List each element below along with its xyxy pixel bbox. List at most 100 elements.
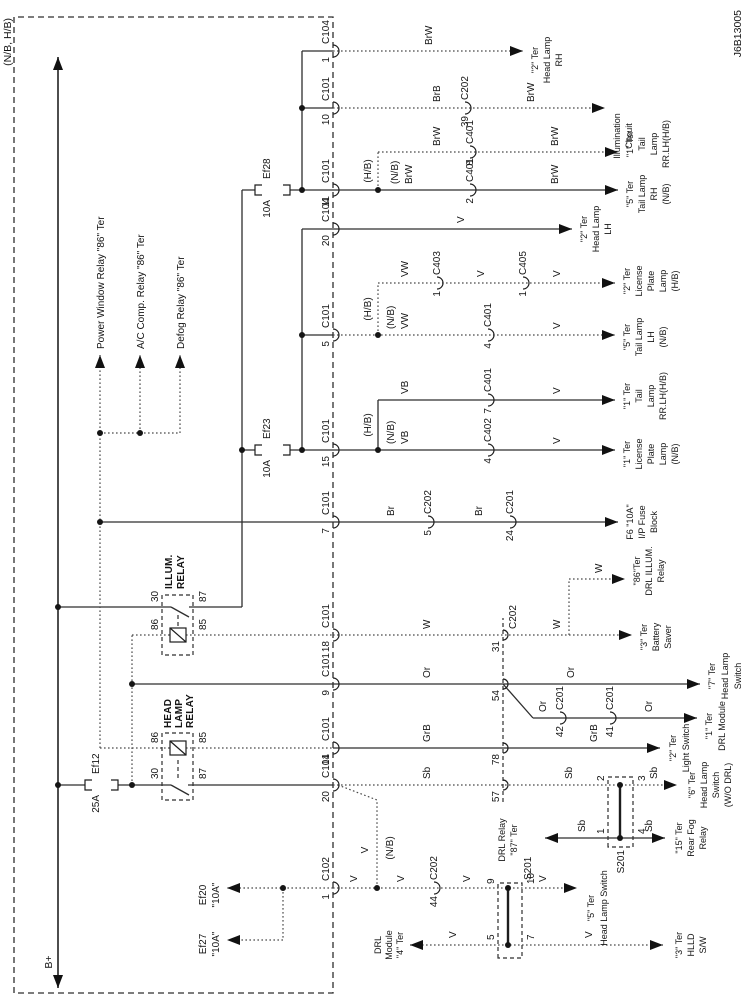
diagram-text-label: BrW	[550, 164, 561, 184]
diagram-text-label: 11	[321, 196, 332, 207]
diagram-text-label: C101	[321, 754, 332, 778]
diagram-text-label: 1	[596, 828, 607, 834]
junction-dot	[617, 782, 623, 788]
inline-connector-symbol	[433, 881, 441, 895]
junction-dot	[375, 187, 381, 193]
diagram-text-label: (N/B)	[386, 306, 397, 329]
junction-dot	[299, 105, 305, 111]
inline-connector-symbol	[559, 711, 567, 725]
diagram-text-label: BrW	[432, 126, 443, 146]
diagram-text-label: "2" Ter	[622, 268, 632, 294]
diagram-text-label: BrW	[424, 25, 435, 45]
diagram-text-label: "5" Ter	[625, 181, 635, 207]
diagram-text-label: 15	[321, 456, 332, 468]
diagram-text-label: Ef12	[91, 753, 102, 774]
or-head-lamp-switch-drl-net	[132, 683, 700, 719]
diagram-text-label: 4	[483, 458, 494, 464]
diagram-text-label: 8	[465, 160, 476, 166]
diagram-text-label: 10A	[262, 200, 273, 218]
diagram-text-label: LH	[646, 331, 656, 343]
diagram-text-label: (H/B)	[363, 297, 374, 320]
diagram-text-label: Power Window Relay "86" Ter	[96, 216, 107, 349]
diagram-text-label: (N/B, H/B)	[2, 18, 14, 66]
inline-connector-symbol	[436, 276, 444, 290]
diagram-text-label: 1	[321, 894, 332, 900]
diagram-text-label: A/C Comp. Relay "86" Ter	[136, 234, 147, 349]
diagram-text-label: Lamp	[658, 443, 668, 466]
arrowhead-icon	[545, 833, 558, 843]
c202-pin-symbol	[502, 779, 509, 791]
harness-connector-symbol	[332, 183, 340, 197]
arrowhead-icon	[652, 833, 665, 843]
diagram-text-label: "10A"	[211, 931, 222, 956]
diagram-text-label: "2" Ter	[579, 216, 589, 242]
diagram-text-label: Rear Fog	[686, 819, 696, 857]
diagram-text-label: W	[552, 619, 563, 629]
diagram-text-label: 4	[483, 343, 494, 349]
arrowhead-icon	[602, 395, 615, 405]
diagram-text-label: Ef27	[198, 933, 209, 954]
diagram-text-label: Battery	[651, 622, 661, 651]
diagram-text-label: "1" Ter	[625, 131, 635, 157]
junction-dot	[129, 681, 135, 687]
diagram-text-label: 30	[150, 767, 161, 779]
diagram-text-label: (N/B)	[658, 327, 668, 348]
diagram-text-label: C101	[321, 604, 332, 628]
diagram-text-label: ILLUM.	[164, 554, 175, 589]
diagram-text-label: I/P Fuse	[637, 505, 647, 538]
diagram-text-label: C202	[508, 605, 519, 629]
inline-connector-symbol	[509, 515, 517, 529]
diagram-text-label: Br	[474, 505, 485, 516]
arrowhead-icon	[612, 574, 625, 584]
diagram-text-label: 5	[321, 341, 332, 347]
arrowhead-icon	[647, 743, 660, 753]
diagram-text-label: V	[552, 387, 563, 394]
diagram-text-label: 86	[150, 618, 161, 630]
junction-dot	[129, 782, 135, 788]
harness-connector-symbol	[332, 778, 340, 792]
diagram-text-label: Illumination	[612, 113, 622, 159]
diagram-text-label: LAMP	[174, 699, 185, 728]
diagram-text-label: 39	[460, 116, 471, 128]
arrowhead-icon	[53, 975, 63, 988]
brw-tail-rrlh-branch	[377, 151, 618, 190]
harness-connector-symbol	[332, 628, 340, 642]
head-lamp-relay-switch-blade	[170, 784, 190, 796]
diagram-text-label: 3	[637, 775, 648, 781]
harness-connector-symbol	[332, 222, 340, 236]
harness-connector-symbol	[332, 44, 340, 58]
diagram-text-label: 9	[486, 878, 497, 884]
diagram-text-label: V	[538, 875, 549, 882]
arrowhead-icon	[175, 355, 185, 368]
diagram-text-label: Ef28	[262, 158, 273, 179]
inline-connector-symbol	[464, 101, 472, 115]
diagram-text-label: C102	[321, 857, 332, 881]
diagram-text-label: C202	[460, 76, 471, 100]
diagram-text-label: RR.LH(H/B)	[661, 120, 671, 168]
diagram-text-label: 9	[321, 690, 332, 696]
diagram-text-label: C101	[321, 304, 332, 328]
diagram-text-label: "7" Ter	[707, 663, 717, 689]
diagram-text-label: W	[594, 563, 605, 573]
diagram-text-label: J6B13005	[732, 10, 744, 57]
diagram-text-label: 87	[198, 590, 209, 602]
arrowhead-icon	[135, 355, 145, 368]
diagram-text-label: DRL Module	[717, 701, 727, 751]
inline-connector-symbol	[469, 183, 477, 197]
v-head-lamp-switch-net	[333, 784, 577, 889]
diagram-text-label: 18	[321, 641, 332, 653]
arrowhead-icon	[592, 103, 605, 113]
diagram-text-label: 24	[505, 530, 516, 542]
diagram-text-label: C202	[429, 856, 440, 880]
junction-dot	[97, 519, 103, 525]
arrowhead-icon	[227, 935, 240, 945]
diagram-text-label: Ef23	[262, 418, 273, 439]
diagram-text-label: 78	[491, 754, 502, 766]
diagram-text-label: Light Switch	[681, 724, 691, 773]
diagram-text-label: 86	[150, 731, 161, 743]
diagram-text-label: C405	[518, 251, 529, 275]
diagram-text-label: Tail	[637, 137, 647, 151]
diagram-text-label: Block	[649, 511, 659, 534]
diagram-text-label: Or	[566, 666, 577, 678]
